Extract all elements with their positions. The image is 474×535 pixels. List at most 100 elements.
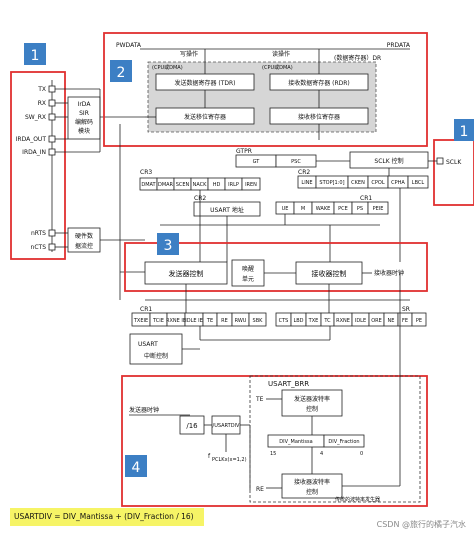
fpclk-sub-label: PCLKx(x=1,2) [212, 457, 247, 463]
cr3-bit-iren-label: IREN [245, 182, 257, 188]
sr-bit-pe [411, 312, 427, 327]
cr2-title: CR2 [298, 169, 310, 176]
flow-control-block [67, 227, 101, 253]
cr3-bit-scen-label: SCEN [176, 182, 190, 188]
sr-title: SR [402, 306, 410, 313]
rx-baud-line-1: 接收器波特率 [294, 478, 330, 486]
badge-pins [24, 43, 46, 65]
div-mantissa-label: DIV_Mantissa [279, 439, 312, 445]
rx-controller-label: 接收器控制 [312, 269, 347, 278]
gtpr-psc-label: PSC [291, 159, 301, 165]
read-op-label: 读操作 [272, 50, 290, 58]
bit-4-label: 4 [320, 451, 323, 457]
cr3-bit-hd-label: HD [213, 182, 221, 188]
badge-data-register-number: 2 [117, 65, 126, 81]
pin-sw-rx [48, 113, 56, 121]
cr1-bit-re-label: RE [221, 318, 228, 324]
pin-nrts-label: nRTS [31, 230, 46, 237]
rx-clock-label: 接收器时钟 [374, 269, 404, 277]
cr3-title: CR3 [140, 169, 152, 176]
cr2-bit-cpol-label: CPOL [371, 180, 384, 186]
pin-sclk [436, 157, 444, 165]
gtpr-gt-label: GT [253, 159, 261, 165]
pin-tx [48, 85, 56, 93]
tx-controller-label: 发送器控制 [169, 269, 204, 278]
bit-15-label: 15 [270, 451, 276, 457]
cr1-bottom-title: CR1 [140, 306, 152, 313]
pin-irda-out-label: IRDA_OUT [16, 136, 47, 143]
pin-rx [48, 99, 56, 107]
interrupt-control-block [129, 333, 183, 365]
wakeup-line-1: 唤醒 [242, 265, 254, 273]
sr-bit-idle-label: IDLE [355, 318, 366, 324]
pwdata-label: PWDATA [116, 42, 142, 49]
data-register-highlight-frame [103, 32, 428, 147]
cr2-bit-cpha-label: CPHA [391, 180, 405, 186]
sclk-control-label: SCLK 控制 [374, 157, 403, 165]
interrupt-control-title: USART [138, 341, 158, 348]
pin-tx-label: TX [37, 86, 46, 93]
cr1-bit-te-label: TE [206, 318, 213, 324]
gtpr-title: GTPR [236, 148, 252, 155]
pin-irda-in-label: IRDA_IN [22, 149, 46, 156]
cr1-bit-idleie-label: IDLE IE [185, 318, 203, 324]
badge-baud-rate-number: 4 [132, 460, 141, 476]
badge-controller [157, 233, 179, 255]
pin-sclk-label: SCLK [446, 159, 462, 166]
cpu-dma-left-label: (CPU或DMA) [152, 64, 183, 71]
sr-bit-ne-label: NE [388, 318, 395, 324]
rx-baud-control-block [281, 473, 343, 499]
div-fraction-field [323, 434, 365, 448]
badge-data-register [110, 60, 132, 82]
usartdiv-formula: USARTDIV = DIV_Mantissa + (DIV_Fraction … [10, 508, 204, 526]
pin-rx-label: RX [38, 100, 46, 107]
rx-baud-line-2: 控制 [306, 488, 318, 496]
sr-bit-fe-label: FE [402, 318, 408, 324]
pin-ncts [48, 243, 56, 251]
cpu-dma-right-label: (CPU或DMA) [262, 64, 293, 71]
cr3-bit-irlp-label: IRLP [228, 182, 239, 188]
csdn-watermark: CSDN @旅行的橘子汽水 [376, 520, 466, 529]
dr-note-label: (数据寄存器）DR [334, 54, 381, 62]
badge-sclk [454, 119, 474, 141]
tx-baud-line-1: 发送器波特率 [294, 395, 330, 403]
baud-rate-highlight-frame [121, 375, 428, 507]
brr-dashed-frame [249, 375, 421, 503]
cr1-bit-ps-label: PS [357, 206, 363, 212]
write-op-label: 写操作 [180, 50, 198, 58]
pins-highlight-frame [10, 71, 66, 260]
bit-0-label: 0 [360, 451, 363, 457]
div-fraction-label: DIV_Fraction [328, 439, 359, 445]
badge-pins-number: 1 [31, 48, 40, 64]
irda-block [67, 96, 101, 140]
cr2-bit-stop-label: STOP[1:0] [319, 180, 344, 186]
tx-baud-line-2: 控制 [306, 405, 318, 413]
flow-line-1: 硬件数 [75, 232, 93, 240]
baud-generator-note: 传统的波特率发生器 [335, 496, 380, 503]
brr-title: USART_BRR [268, 380, 309, 388]
cr1-bit-txeie-label: TXEIE [133, 318, 148, 324]
te-label: TE [255, 396, 264, 403]
tx-clock-label: 发送器时钟 [129, 406, 159, 414]
usart-address-label: USART 地址 [210, 206, 244, 214]
pin-ncts-label: nCTS [31, 244, 47, 251]
cr1-bit-m-label: M [301, 206, 305, 212]
cr2-bit-line-label: LINE [301, 180, 312, 186]
cr3-bit-iren [241, 177, 261, 191]
irda-line-1: IrDA [78, 101, 92, 108]
irda-line-4: 模块 [78, 127, 90, 135]
usartdiv-label: /USARTDIV [213, 423, 241, 429]
pin-nrts [48, 229, 56, 237]
cr1-bit-sbk-label: SBK [253, 318, 264, 324]
cr1-top-title: CR1 [360, 195, 372, 202]
cr1-bit-ue-label: UE [282, 206, 289, 212]
sr-bit-tc-label: TC [323, 318, 331, 324]
sr-bit-txe-label: TXE [308, 318, 319, 324]
flow-line-2: 据流控 [75, 242, 93, 250]
badge-baud-rate [125, 455, 147, 477]
interrupt-control-label: 中断控制 [144, 352, 168, 360]
cr2-bit-lbcl [407, 175, 429, 189]
cr1-bit-rxneie-label: RXNE IE [166, 318, 186, 324]
cr1-bit-wake-label: WAKE [316, 206, 331, 212]
cr1-bit-peie-label: PEIE [373, 206, 384, 212]
